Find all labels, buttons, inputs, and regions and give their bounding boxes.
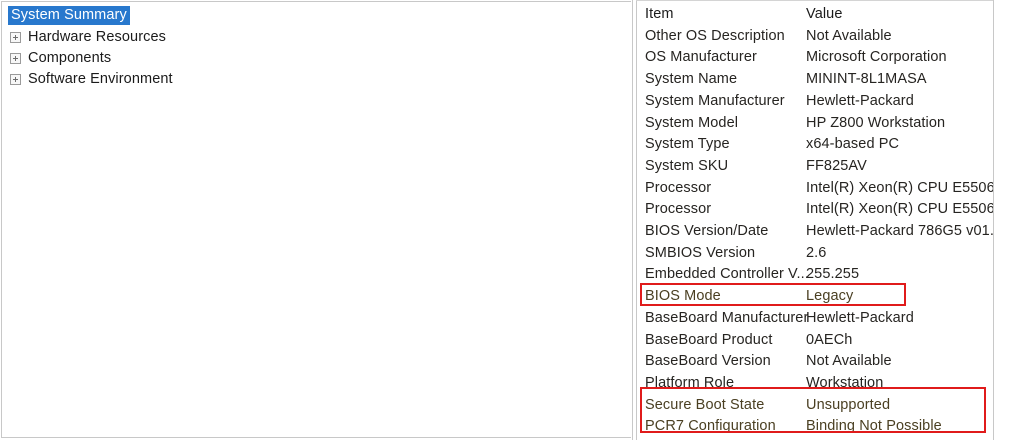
row-item-label: BaseBoard Product [645, 331, 773, 348]
column-header-item[interactable]: Item [645, 6, 674, 22]
tree-item-label: Components [28, 50, 112, 66]
row-item-label: Platform Role [645, 374, 735, 391]
row-item-label: BIOS Mode [645, 288, 721, 305]
row-item-label: System Model [645, 114, 739, 131]
expand-plus-icon[interactable] [10, 73, 21, 85]
table-row[interactable]: BaseBoard Product 0AECh [637, 330, 993, 352]
tree-item-system-summary[interactable]: System Summary [8, 5, 130, 25]
table-row[interactable]: Other OS Description Not Available [637, 26, 993, 48]
row-item-label: BaseBoard Version [645, 353, 771, 370]
row-value-text: 255.255 [806, 266, 860, 283]
details-panel-right-border [993, 0, 994, 440]
row-value-text: Legacy [806, 288, 854, 305]
tree-item-components[interactable]: Components [10, 48, 111, 68]
row-item-label: SMBIOS Version [645, 244, 756, 261]
table-row[interactable]: OS Manufacturer Microsoft Corporation [637, 47, 993, 69]
table-row[interactable]: Embedded Controller V...255.255 [637, 264, 993, 286]
row-item-label: Secure Boot State [645, 396, 765, 413]
row-item-label: System Name [645, 71, 738, 88]
row-item-label: System Manufacturer [645, 92, 785, 109]
row-item-label: PCR7 Configuration [645, 418, 776, 435]
row-value-text: Hewlett-Packard [806, 92, 914, 109]
row-item-label: Processor [645, 179, 712, 196]
row-value-text: Intel(R) Xeon(R) CPU E5506 [806, 201, 993, 218]
table-row[interactable]: BaseBoard Version Not Available [637, 351, 993, 373]
row-item-label: Embedded Controller V... [645, 266, 809, 283]
row-value-text: Not Available [806, 353, 892, 370]
tree-item-label: System Summary [8, 5, 130, 25]
row-item-label: OS Manufacturer [645, 49, 757, 66]
panel-divider-outer [632, 0, 633, 440]
row-value-text: FF825AV [806, 157, 867, 174]
tree-item-software-environment[interactable]: Software Environment [10, 69, 173, 89]
row-value-text: x64-based PC [806, 136, 900, 153]
tree-item-label: Hardware Resources [28, 29, 166, 45]
row-value-text: Unsupported [806, 396, 891, 413]
panel-divider-inner [636, 0, 637, 440]
row-value-text: Not Available [806, 27, 892, 44]
row-value-text: 0AECh [806, 331, 853, 348]
details-panel-top-border [636, 0, 994, 1]
row-value-text: Hewlett-Packard 786G5 v01.17, 8/ [806, 223, 993, 239]
row-value-text: Hewlett-Packard [806, 309, 914, 326]
tree-item-label: Software Environment [28, 71, 173, 87]
tree-item-hardware-resources[interactable]: Hardware Resources [10, 27, 166, 47]
row-value-text: HP Z800 Workstation [806, 114, 946, 131]
row-item-label: BaseBoard Manufacturer [645, 309, 809, 326]
row-value-text: Intel(R) Xeon(R) CPU E5506 [806, 179, 993, 196]
table-row[interactable]: BIOS Mode Legacy [637, 286, 993, 308]
table-row[interactable]: SMBIOS Version 2.6 [637, 243, 993, 265]
table-row[interactable]: System Manufacturer Hewlett-Packard [637, 91, 993, 113]
table-row[interactable]: Secure Boot State Unsupported [637, 395, 993, 417]
expand-plus-icon[interactable] [10, 52, 21, 64]
row-item-label: Processor [645, 201, 712, 218]
table-row[interactable]: System SKU FF825AV [637, 156, 993, 178]
row-value-text: Microsoft Corporation [806, 49, 947, 66]
details-header-row: Item Value [637, 4, 993, 26]
table-row[interactable]: PCR7 Configuration Binding Not Possible [637, 416, 993, 438]
table-row[interactable]: System Name MININT-8L1MASA [637, 69, 993, 91]
row-item-label: Other OS Description [645, 27, 785, 44]
row-item-label: System Type [645, 136, 730, 153]
table-row[interactable]: Processor Intel(R) Xeon(R) CPU E5506 [637, 178, 993, 200]
expand-plus-icon[interactable] [10, 31, 21, 43]
table-row[interactable]: Platform Role Workstation [637, 373, 993, 395]
table-row[interactable]: System Model HP Z800 Workstation [637, 113, 993, 135]
row-value-text: 2.6 [806, 244, 827, 261]
row-value-text: Binding Not Possible [806, 418, 942, 435]
row-item-label: BIOS Version/Date [645, 223, 769, 239]
table-row[interactable]: System Type x64-based PC [637, 134, 993, 156]
table-row[interactable]: Processor Intel(R) Xeon(R) CPU E5506 [637, 199, 993, 221]
row-value-text: Workstation [806, 374, 884, 391]
row-item-label: System SKU [645, 157, 729, 174]
row-value-text: MININT-8L1MASA [806, 71, 927, 88]
table-row[interactable]: BIOS Version/Date Hewlett-Packard 786G5 v… [637, 221, 993, 243]
column-header-value[interactable]: Value [806, 6, 843, 22]
